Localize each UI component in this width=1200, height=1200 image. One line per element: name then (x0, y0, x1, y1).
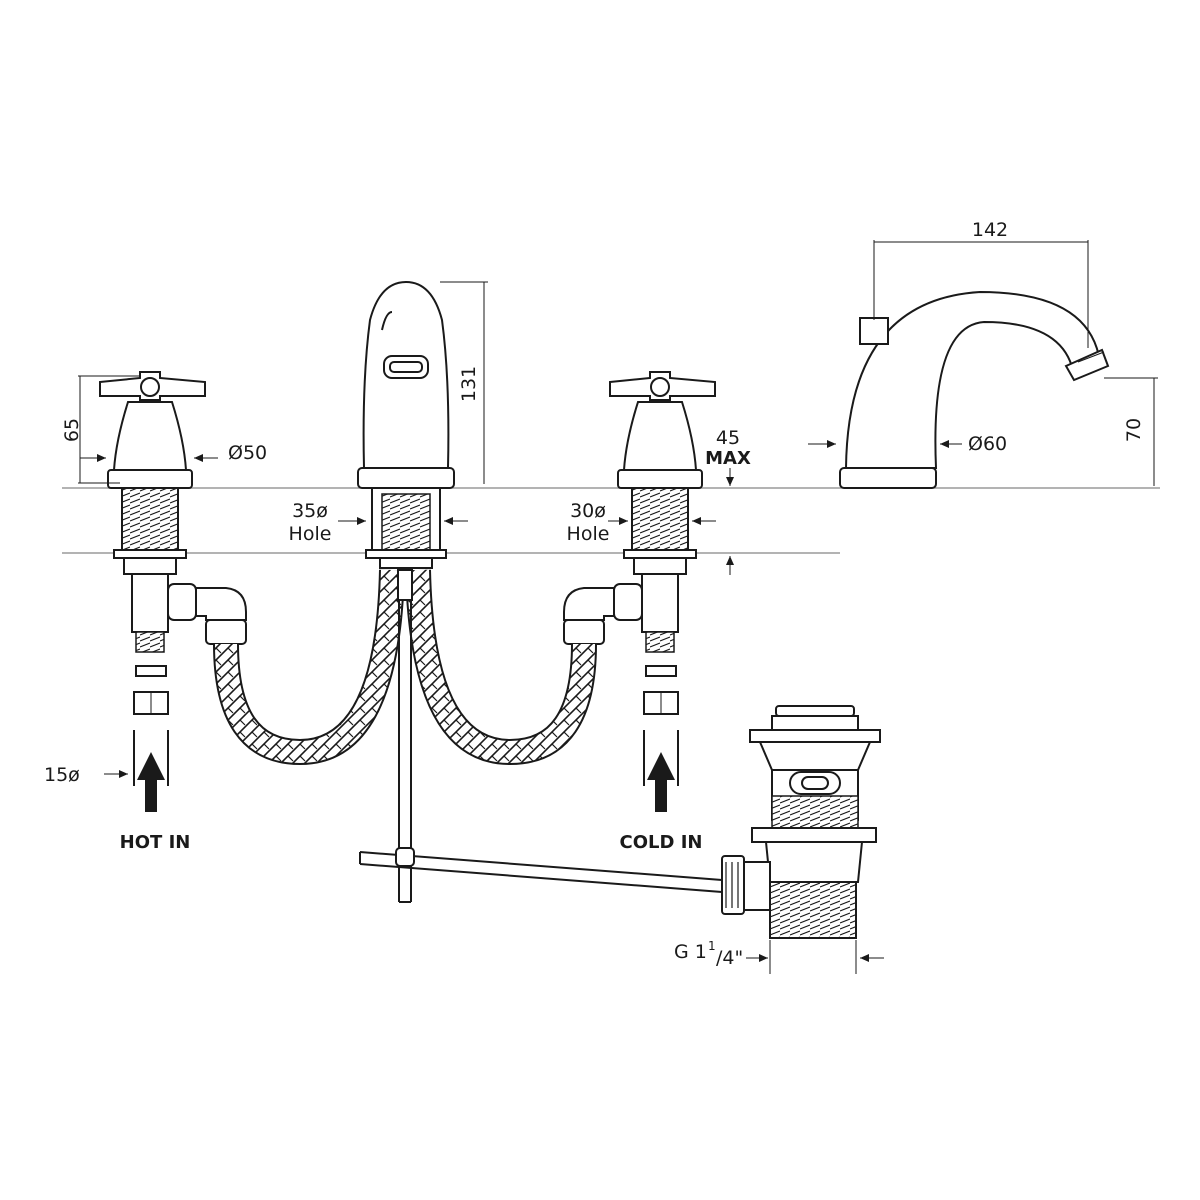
dim-handle-height: 65 (61, 418, 83, 442)
basin-waste (721, 705, 881, 939)
dim-spout-outlet-height: 70 (1123, 418, 1145, 442)
dimension-lines (78, 240, 1158, 974)
cold-valve (563, 371, 716, 786)
dim-spout-height: 131 (458, 366, 480, 402)
waste-thread-prefix: G 1 (674, 941, 707, 963)
central-spout (357, 280, 455, 569)
cold-in-arrow (647, 752, 675, 812)
cold-in-label: COLD IN (620, 832, 703, 853)
dim-spout-hole-diameter: 35ø (292, 500, 328, 522)
dim-spout-base-diameter: Ø60 (968, 433, 1007, 455)
side-view-spout (839, 290, 1110, 489)
dim-deck-max-value: 45 (716, 427, 740, 449)
hot-in-arrow (137, 752, 165, 812)
braided-hoses (213, 569, 597, 766)
pop-up-rod (359, 569, 723, 903)
dim-handle-diameter: Ø50 (228, 442, 267, 464)
dim-valve-hole-diameter: 30ø (570, 500, 606, 522)
hot-valve (99, 371, 247, 786)
dim-deck-max-label: MAX (705, 448, 751, 469)
dim-spout-hole-label: Hole (289, 523, 332, 545)
dim-spout-projection: 142 (972, 219, 1008, 241)
worktop-lines (62, 487, 1160, 554)
dim-waste-thread: G 1 1 /4" (674, 939, 743, 969)
dim-inlet-diameter: 15ø (44, 764, 80, 786)
waste-thread-numerator: 1 (708, 939, 716, 953)
dim-valve-hole-label: Hole (567, 523, 610, 545)
waste-thread-denominator: /4" (716, 947, 743, 969)
hot-in-label: HOT IN (120, 832, 191, 853)
